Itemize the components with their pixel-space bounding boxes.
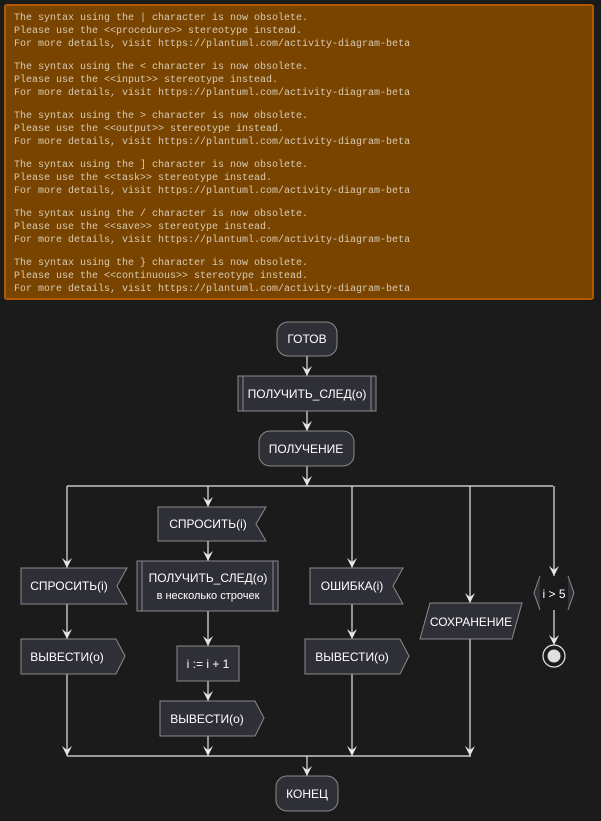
node-b2-input[interactable]: СПРОСИТЬ(i) [157,506,267,542]
warning-line: The syntax using the > character is now … [14,111,309,122]
warning-line: Please use the <<input>> stereotype inst… [14,75,279,86]
warning-line: For more details, visit https://plantuml… [14,39,411,50]
warning-line: Please use the <<continuous>> stereotype… [14,271,309,282]
warning-block: The syntax using the / character is now … [14,208,592,247]
arrowhead [347,746,357,756]
node-b1-input-label: СПРОСИТЬ(i) [30,579,108,593]
node-b4-save[interactable]: СОХРАНЕНИЕ [419,602,523,640]
node-b2-input-label: СПРОСИТЬ(i) [169,517,247,531]
node-b2-output-label: ВЫВЕСТИ(o) [170,712,244,726]
node-b1-output[interactable]: ВЫВЕСТИ(o) [20,638,126,675]
arrowhead [203,691,213,701]
warning-line: The syntax using the / character is now … [14,209,309,220]
arrowhead [347,558,357,568]
node-b2-task[interactable]: i := i + 1 [176,645,240,682]
warning-block: The syntax using the | character is now … [14,12,592,51]
node-b2-output[interactable]: ВЫВЕСТИ(o) [159,700,265,737]
deprecation-warning-panel: The syntax using the | character is now … [4,4,594,300]
warning-line: Please use the <<procedure>> stereotype … [14,26,303,37]
warning-line: The syntax using the } character is now … [14,258,309,269]
stop-icon [542,644,566,668]
node-start-label: ГОТОВ [287,332,326,346]
arrowhead [203,636,213,646]
warning-line: The syntax using the < character is now … [14,62,309,73]
node-procedure-top[interactable]: ПОЛУЧИТЬ_СЛЕД(o) [237,375,377,412]
arrowhead [302,366,312,376]
arrowheads [62,366,559,776]
warning-line: For more details, visit https://plantuml… [14,186,411,197]
warning-line: The syntax using the ] character is now … [14,160,309,171]
warning-block: The syntax using the ] character is now … [14,159,592,198]
node-b1-output-label: ВЫВЕСТИ(o) [30,650,104,664]
node-receive-label: ПОЛУЧЕНИЕ [269,442,344,456]
node-end-label: КОНЕЦ [286,787,328,801]
warning-block: The syntax using the } character is now … [14,257,592,296]
arrowhead [302,766,312,776]
node-b3-output[interactable]: ВЫВЕСТИ(o) [304,638,410,675]
node-b3-input[interactable]: ОШИБКА(i) [309,567,404,605]
node-b3-output-label: ВЫВЕСТИ(o) [315,650,389,664]
node-receive[interactable]: ПОЛУЧЕНИЕ [258,430,355,467]
warning-line: For more details, visit https://plantuml… [14,88,411,99]
arrowhead [203,746,213,756]
node-end[interactable]: КОНЕЦ [275,775,339,812]
arrowhead [203,497,213,507]
node-b5-continuous[interactable]: i > 5 [533,575,575,611]
node-b2-procedure[interactable]: ПОЛУЧИТЬ_СЛЕД(o) в несколько строчек [136,560,279,612]
warning-line: For more details, visit https://plantuml… [14,137,411,148]
node-b3-input-label: ОШИБКА(i) [321,579,383,593]
node-b4-save-label: СОХРАНЕНИЕ [430,615,512,629]
node-b1-input[interactable]: СПРОСИТЬ(i) [20,567,128,605]
warning-line: The syntax using the | character is now … [14,13,309,24]
arrowhead [203,551,213,561]
arrowhead [549,566,559,576]
warning-line: Please use the <<save>> stereotype inste… [14,222,273,233]
arrowhead [62,558,72,568]
warning-line: For more details, visit https://plantuml… [14,235,411,246]
arrowhead [302,476,312,486]
warning-line: Please use the <<task>> stereotype inste… [14,173,273,184]
node-procedure-top-label: ПОЛУЧИТЬ_СЛЕД(o) [248,387,367,401]
node-b2-procedure-line1: ПОЛУЧИТЬ_СЛЕД(o) [149,571,268,585]
arrowhead [62,629,72,639]
arrowhead [465,746,475,756]
arrowhead [347,629,357,639]
edges [66,356,555,776]
arrowhead [302,421,312,431]
node-b2-task-label: i := i + 1 [187,657,230,671]
node-b2-procedure-line2: в несколько строчек [157,590,260,602]
arrowhead [465,593,475,603]
arrowhead [549,635,559,645]
node-b5-continuous-label: i > 5 [542,587,565,601]
node-start[interactable]: ГОТОВ [276,321,338,357]
warning-block: The syntax using the < character is now … [14,61,592,100]
warning-block: The syntax using the > character is now … [14,110,592,149]
warning-line: For more details, visit https://plantuml… [14,284,411,295]
warning-line: Please use the <<output>> stereotype ins… [14,124,285,135]
arrowhead [62,746,72,756]
